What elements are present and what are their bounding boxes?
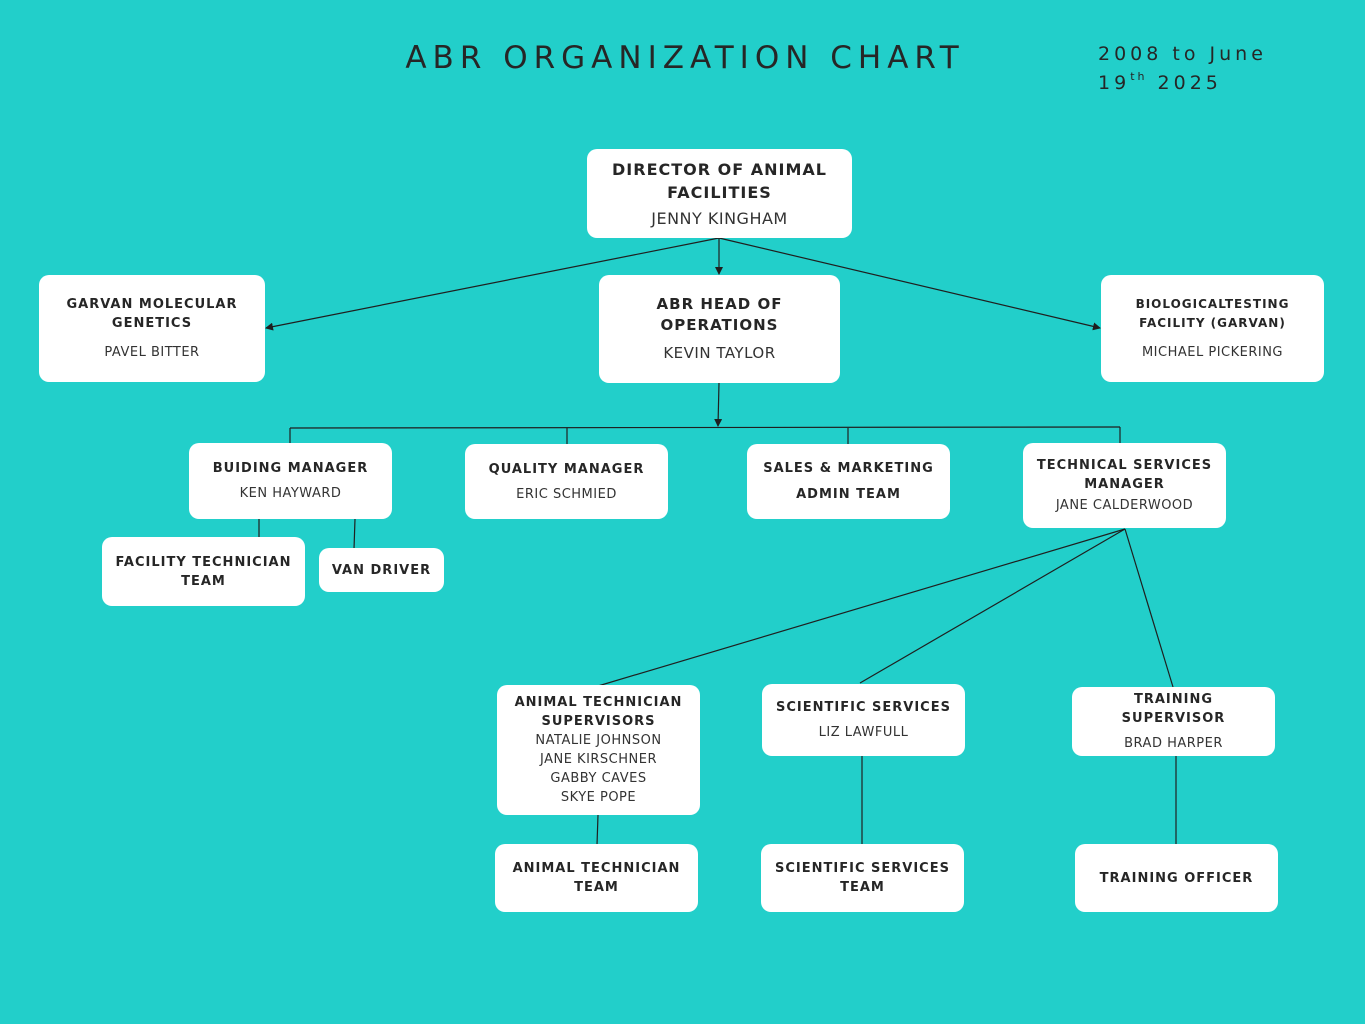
facility-technician-team-box: FACILITY TECHNICIAN TEAM bbox=[102, 537, 305, 606]
supervisor-name: GABBY CAVES bbox=[550, 771, 647, 786]
facility-technician-team-role: FACILITY TECHNICIAN TEAM bbox=[115, 554, 292, 589]
date-range-line2: 19th 2025 bbox=[1098, 69, 1338, 98]
animal-technician-supervisors-role: ANIMAL TECHNICIAN SUPERVISORS bbox=[514, 695, 683, 729]
biological-testing-role: BIOLOGICALTESTING FACILITY (GARVAN) bbox=[1135, 297, 1290, 330]
training-officer-box: TRAINING OFFICER bbox=[1075, 844, 1278, 912]
director-box: DIRECTOR OF ANIMAL FACILITIES JENNY KING… bbox=[587, 149, 852, 238]
technical-services-manager-role: TECHNICAL SERVICES MANAGER bbox=[1036, 458, 1213, 492]
van-driver-role: VAN DRIVER bbox=[331, 562, 432, 578]
quality-manager-name: ERIC SCHMIED bbox=[516, 486, 617, 502]
scientific-services-name: LIZ LAWFULL bbox=[818, 725, 909, 740]
scientific-services-box: SCIENTIFIC SERVICES LIZ LAWFULL bbox=[762, 684, 965, 756]
director-name: JENNY KINGHAM bbox=[651, 208, 788, 228]
building-manager-name: KEN HAYWARD bbox=[239, 486, 342, 501]
date-day: 19 bbox=[1098, 72, 1131, 94]
animal-technician-supervisors-names: NATALIE JOHNSON JANE KIRSCHNER GABBY CAV… bbox=[535, 731, 661, 807]
date-range-line1: 2008 to June bbox=[1098, 43, 1267, 65]
training-officer-role: TRAINING OFFICER bbox=[1099, 870, 1254, 886]
connector-to-training-supervisor bbox=[1124, 528, 1174, 688]
building-manager-box: BUIDING MANAGER KEN HAYWARD bbox=[189, 443, 392, 519]
sales-marketing-role-line1: SALES & MARKETING bbox=[763, 461, 934, 476]
garvan-molecular-genetics-box: GARVAN MOLECULAR GENETICS PAVEL BITTER bbox=[39, 275, 265, 382]
head-of-operations-box: ABR HEAD OF OPERATIONS KEVIN TAYLOR bbox=[599, 275, 840, 383]
connector-director-to-garvan bbox=[265, 237, 720, 331]
building-manager-role: BUIDING MANAGER bbox=[212, 461, 369, 476]
scientific-services-team-role: SCIENTIFIC SERVICES TEAM bbox=[775, 861, 950, 895]
biological-testing-box: BIOLOGICALTESTING FACILITY (GARVAN) MICH… bbox=[1101, 275, 1324, 382]
connector-level3-horizontal-bar bbox=[289, 426, 1121, 429]
animal-technician-supervisors-box: ANIMAL TECHNICIAN SUPERVISORS NATALIE JO… bbox=[497, 685, 700, 815]
supervisor-name: NATALIE JOHNSON bbox=[535, 733, 662, 748]
sales-marketing-role-line2: ADMIN TEAM bbox=[796, 487, 901, 502]
animal-technician-team-role: ANIMAL TECHNICIAN TEAM bbox=[512, 861, 681, 895]
date-suffix: th bbox=[1130, 70, 1148, 83]
biological-testing-name: MICHAEL PICKERING bbox=[1141, 345, 1284, 360]
date-year: 2025 bbox=[1157, 72, 1222, 94]
director-role: DIRECTOR OF ANIMAL FACILITIES bbox=[612, 159, 827, 202]
animal-technician-team-box: ANIMAL TECHNICIAN TEAM bbox=[495, 844, 698, 912]
connector-head-of-operations-down bbox=[714, 382, 723, 427]
connector-to-scientific-services bbox=[859, 528, 1126, 684]
connector-to-van-driver bbox=[353, 518, 356, 550]
quality-manager-role: QUALITY MANAGER bbox=[488, 461, 645, 477]
scientific-services-role: SCIENTIFIC SERVICES bbox=[776, 700, 951, 715]
sales-marketing-box: SALES & MARKETING ADMIN TEAM bbox=[747, 444, 950, 519]
connector-to-animal-technician-team bbox=[596, 814, 599, 846]
head-of-operations-role: ABR HEAD OF OPERATIONS bbox=[656, 295, 783, 334]
training-supervisor-role: TRAINING SUPERVISOR bbox=[1121, 692, 1226, 726]
scientific-services-team-box: SCIENTIFIC SERVICES TEAM bbox=[761, 844, 964, 912]
connector-director-to-biological-testing bbox=[718, 237, 1101, 331]
training-supervisor-name: BRAD HARPER bbox=[1124, 736, 1223, 751]
technical-services-manager-box: TECHNICAL SERVICES MANAGER JANE CALDERWO… bbox=[1023, 443, 1226, 528]
technical-services-manager-name: JANE CALDERWOOD bbox=[1055, 498, 1194, 513]
garvan-molecular-genetics-name: PAVEL BITTER bbox=[104, 345, 200, 360]
training-supervisor-box: TRAINING SUPERVISOR BRAD HARPER bbox=[1072, 687, 1275, 756]
supervisor-name: SKYE POPE bbox=[560, 790, 637, 805]
quality-manager-box: QUALITY MANAGER ERIC SCHMIED bbox=[465, 444, 668, 519]
date-range: 2008 to June 19th 2025 bbox=[1098, 40, 1338, 98]
connector-to-animal-technician-supervisors bbox=[597, 528, 1126, 687]
garvan-molecular-genetics-role: GARVAN MOLECULAR GENETICS bbox=[66, 297, 238, 331]
head-of-operations-name: KEVIN TAYLOR bbox=[663, 344, 776, 362]
van-driver-box: VAN DRIVER bbox=[319, 548, 444, 592]
chart-title: ABR ORGANIZATION CHART bbox=[405, 40, 965, 76]
supervisor-name: JANE KIRSCHNER bbox=[539, 752, 658, 767]
